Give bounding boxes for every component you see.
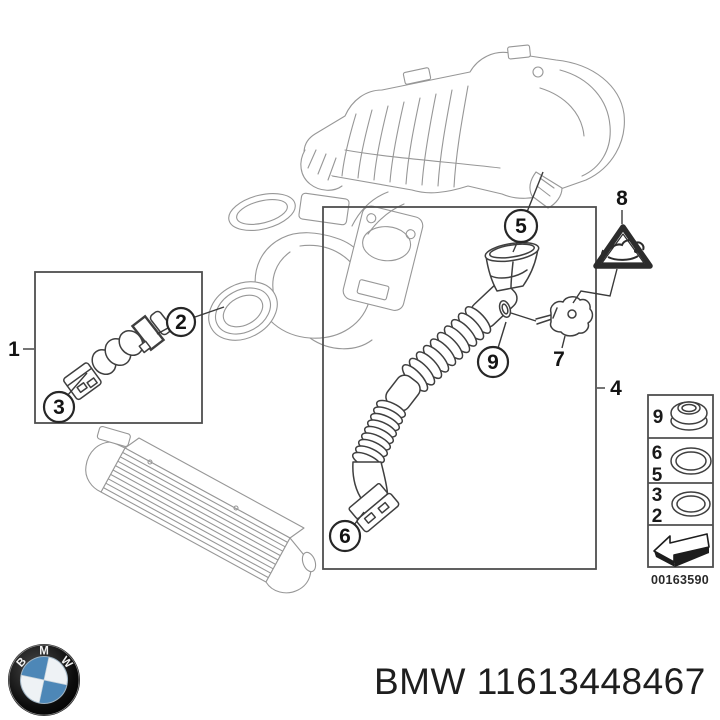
charge-air-duct-drawing <box>348 241 540 533</box>
group-box-1 <box>34 271 203 424</box>
svg-text:9: 9 <box>653 407 664 428</box>
intercooler-drawing <box>85 425 317 594</box>
svg-text:6: 6 <box>652 443 663 464</box>
intake-manifold-drawing <box>300 44 625 209</box>
callout-2: 2 <box>165 306 197 338</box>
pressure-hose-drawing <box>63 310 173 401</box>
exploded-parts-diagram: 1 2 3 4 5 6 7 8 9 <box>8 44 714 594</box>
callout-6: 6 <box>328 519 362 553</box>
svg-text:3: 3 <box>53 396 65 419</box>
part-number-text: 11613448467 <box>476 661 706 702</box>
svg-text:7: 7 <box>553 348 565 371</box>
legend-table: 9 6 5 3 2 <box>647 394 714 587</box>
svg-text:8: 8 <box>616 187 628 210</box>
svg-text:1: 1 <box>8 338 20 361</box>
svg-text:3: 3 <box>652 485 663 506</box>
callout-circle-2 <box>165 306 197 338</box>
callout-5: 5 <box>503 208 539 244</box>
image-code-text: 00163590 <box>651 573 709 587</box>
turbocharger-drawing <box>208 191 424 350</box>
svg-text:2: 2 <box>652 506 663 527</box>
callout-circle-3 <box>42 390 76 424</box>
svg-text:5: 5 <box>652 465 663 486</box>
boost-sensor-drawing <box>535 296 594 337</box>
legend-row: 3 2 <box>652 485 711 527</box>
svg-text:9: 9 <box>487 351 499 374</box>
legend-row: 6 5 <box>652 443 712 486</box>
corrugated-section-upper <box>401 306 492 392</box>
callout-circle-9 <box>476 345 510 379</box>
callout-7: 7 <box>553 348 565 371</box>
o-ring-icon <box>670 447 712 475</box>
logo-letter-m: M <box>39 646 49 658</box>
svg-text:6: 6 <box>339 525 351 548</box>
group-box-4 <box>322 206 597 570</box>
leader-lines <box>23 171 623 526</box>
grommet-icon <box>670 401 708 431</box>
logo-quadrants <box>20 656 68 704</box>
svg-text:2: 2 <box>175 311 187 334</box>
legend-row: 9 <box>653 401 708 431</box>
hose-port-grommet-drawing <box>498 300 512 318</box>
bmw-logo: B M W <box>8 644 80 716</box>
duct-end-fitting <box>348 482 400 533</box>
direction-arrow-icon <box>653 533 710 567</box>
callout-8: 8 <box>616 187 628 210</box>
brand-text: BMW <box>374 661 466 702</box>
part-number-caption: BMW 11613448467 <box>374 663 706 700</box>
callout-circle-5 <box>503 208 539 244</box>
callout-1: 1 <box>8 338 20 361</box>
crush-hazard-warning-triangle-icon <box>593 224 653 269</box>
o-ring-icon <box>671 491 711 517</box>
callout-3: 3 <box>42 390 76 424</box>
svg-text:5: 5 <box>515 215 527 238</box>
callout-circle-6 <box>328 519 362 553</box>
svg-text:4: 4 <box>610 377 622 400</box>
callout-9: 9 <box>476 345 510 379</box>
callout-4: 4 <box>610 377 622 400</box>
